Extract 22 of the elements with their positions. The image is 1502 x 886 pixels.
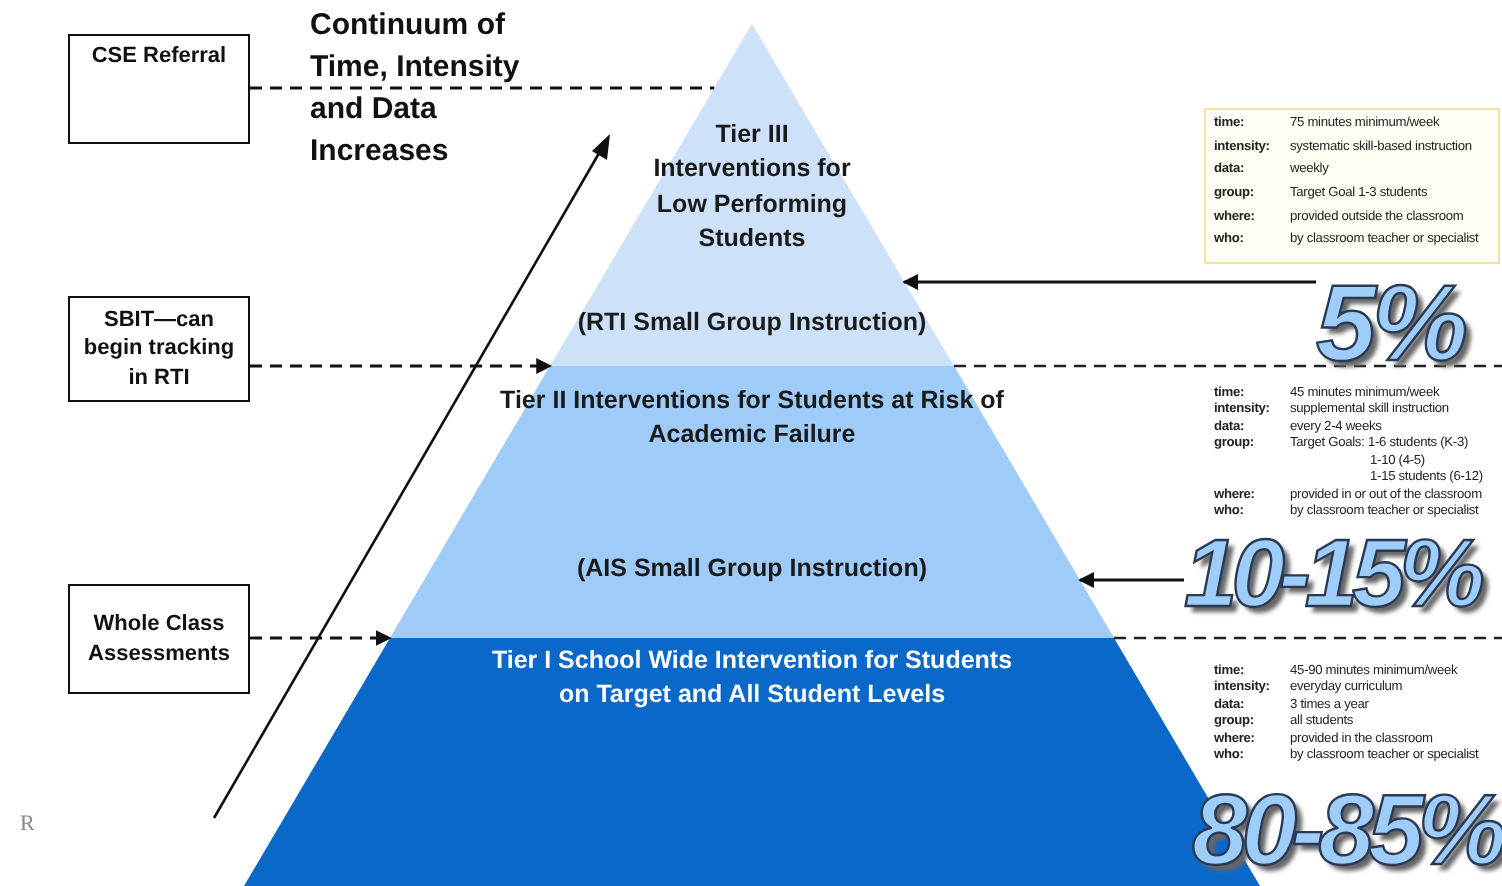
info-panel	[1204, 108, 1500, 264]
caption-text: Continuum of Time, Intensity and Data Increases	[310, 6, 522, 172]
label-box	[68, 296, 250, 402]
pyramid-tier	[390, 366, 1114, 638]
tier-subtitle: (AIS Small Group Instruction)	[574, 552, 929, 586]
box-label: SBIT—can begin tracking in RTI	[81, 306, 237, 392]
tier-title: Tier II Interventions for Students at Risk of Academic Failure	[498, 384, 1006, 453]
connector-arrow	[250, 358, 553, 374]
connector-arrow	[1078, 572, 1184, 588]
percentage-text: 10-15%	[1184, 528, 1479, 624]
box-label: Whole Class Assessments	[86, 610, 232, 668]
label-box	[68, 34, 250, 144]
percentage-text: 5%	[1316, 270, 1465, 378]
box-label: CSE Referral	[91, 42, 227, 71]
pyramid-tier	[550, 24, 954, 366]
connector-arrow	[902, 274, 1316, 290]
label-box	[68, 584, 250, 694]
tier-subtitle: (RTI Small Group Instruction)	[575, 306, 929, 340]
tier-title: Tier III Interventions for Low Performing Students	[651, 118, 853, 256]
corner-mark: R	[20, 812, 35, 836]
tier-title: Tier I School Wide Intervention for Students on Target and All Student Levels	[489, 644, 1015, 713]
connector-arrow	[250, 630, 392, 646]
